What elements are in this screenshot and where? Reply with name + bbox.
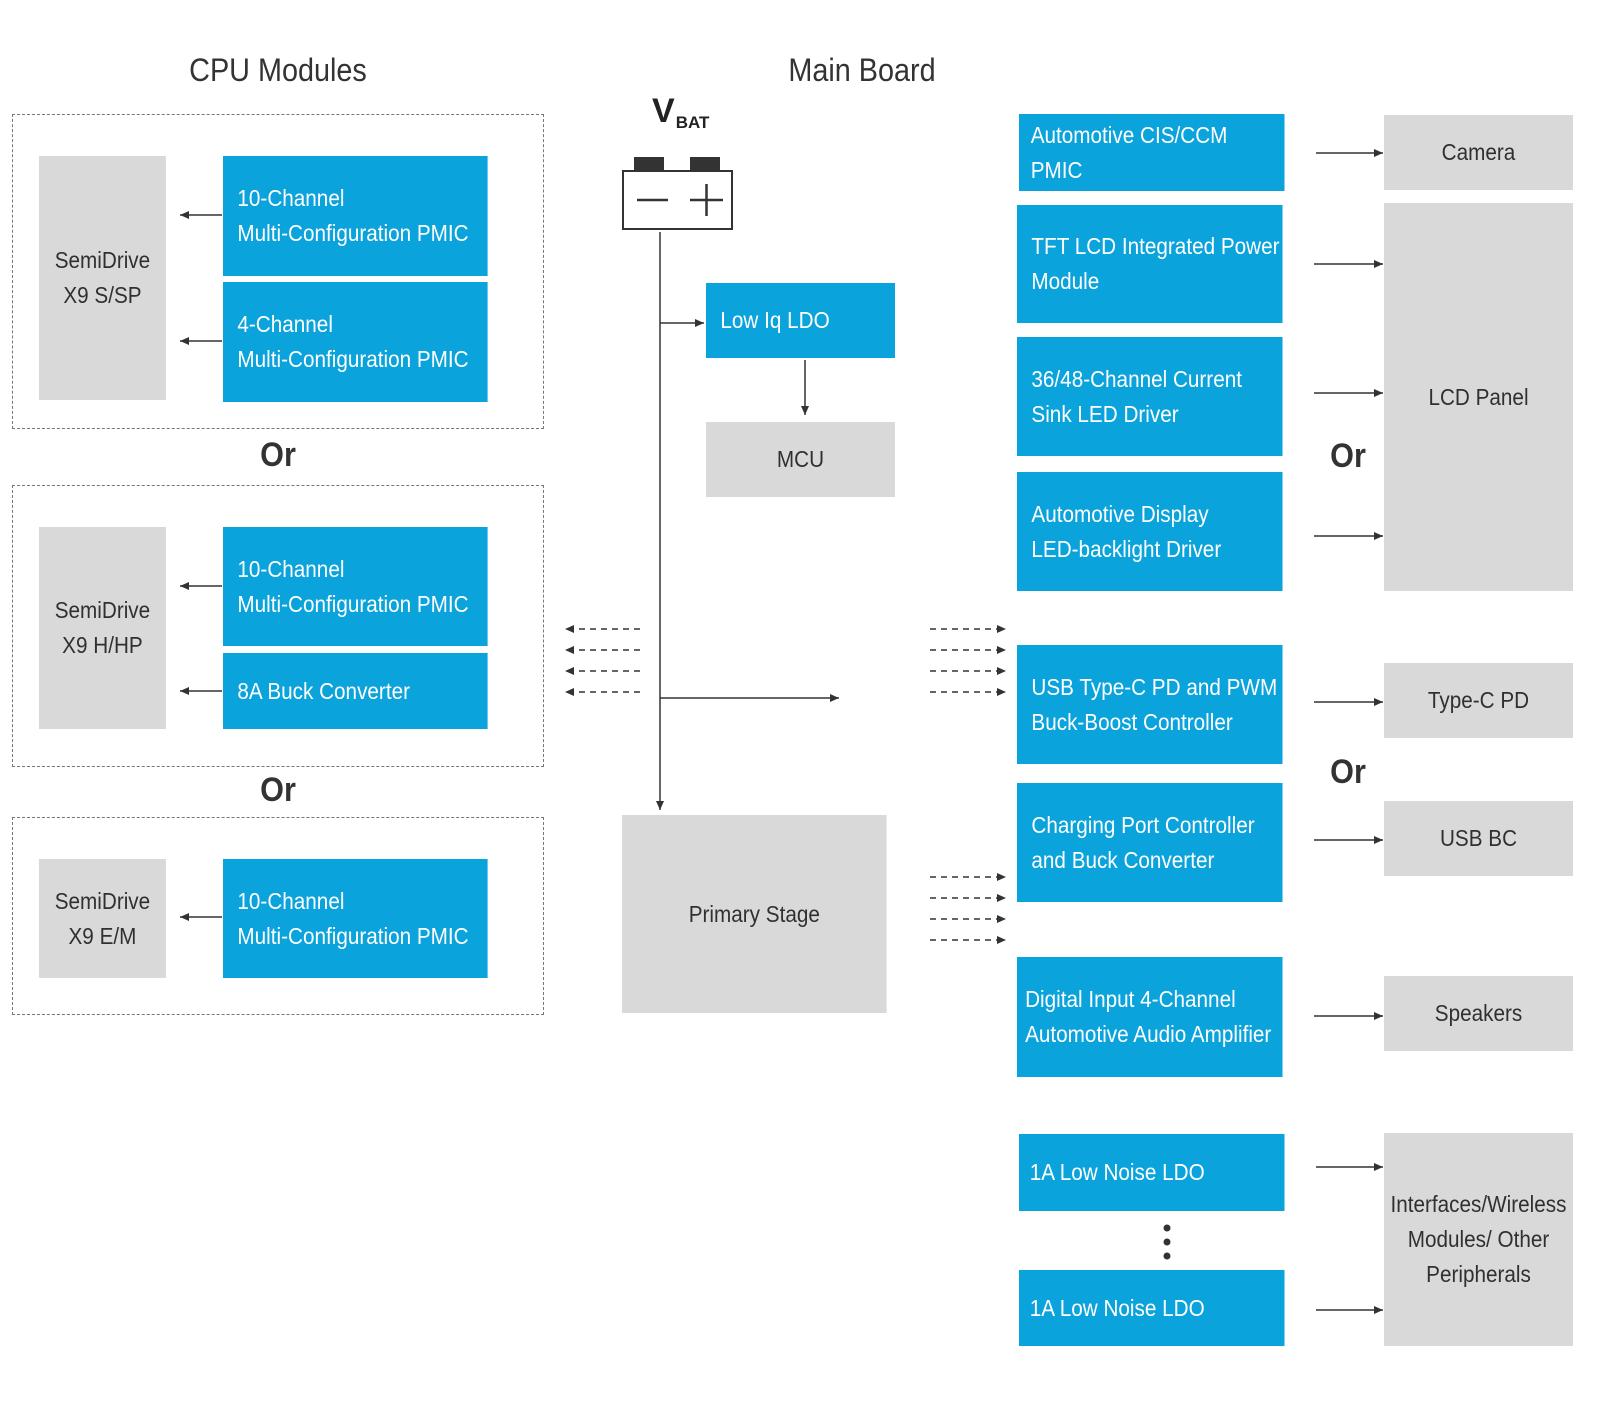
low-iq-ldo-block: Low Iq LDO (706, 283, 895, 358)
or-label: Or (260, 436, 296, 474)
semidrive-x9-e-m-module: SemiDrive X9 E/M (39, 859, 166, 978)
or-label: Or (260, 771, 296, 809)
cpu-modules-heading: CPU Modules (189, 52, 367, 88)
lcd-panel-block: LCD Panel (1384, 203, 1573, 591)
10-channel-pmic-block: 10-Channel Multi-Configuration PMIC (223, 859, 488, 978)
usb-type-c-pd-controller-block: USB Type-C PD and PWM Buck-Boost Control… (1017, 645, 1283, 764)
vbat-subscript: BAT (675, 113, 710, 132)
type-c-pd-block: Type-C PD (1384, 663, 1573, 738)
10-channel-pmic-block: 10-Channel Multi-Configuration PMIC (223, 527, 488, 646)
semidrive-x9-h-hp-module: SemiDrive X9 H/HP (39, 527, 166, 729)
semidrive-x9-s-sp-module: SemiDrive X9 S/SP (39, 156, 166, 400)
usb-bc-block: USB BC (1384, 801, 1573, 876)
led-driver-block: 36/48-Channel Current Sink LED Driver (1017, 337, 1283, 456)
camera-block: Camera (1384, 115, 1573, 190)
speakers-block: Speakers (1384, 976, 1573, 1051)
cpu-module-group-3 (12, 817, 544, 1015)
4-channel-pmic-block: 4-Channel Multi-Configuration PMIC (223, 282, 488, 402)
vbat-label: VBAT (652, 92, 710, 132)
dashed-arrows-to-cpu (565, 625, 640, 696)
main-board-heading: Main Board (788, 52, 936, 88)
interfaces-wireless-peripherals-block: Interfaces/Wireless Modules/ Other Perip… (1384, 1133, 1573, 1346)
or-label: Or (1330, 437, 1366, 475)
10-channel-pmic-block: 10-Channel Multi-Configuration PMIC (223, 156, 488, 276)
more-ldos-ellipsis (1163, 1224, 1171, 1260)
or-label: Or (1330, 753, 1366, 791)
battery-icon (622, 157, 733, 230)
led-backlight-driver-block: Automotive Display LED-backlight Driver (1017, 472, 1283, 591)
low-noise-ldo-block-2: 1A Low Noise LDO (1019, 1270, 1285, 1346)
charging-port-controller-block: Charging Port Controller and Buck Conver… (1017, 783, 1283, 902)
dashed-arrows-lower-right (930, 873, 1006, 944)
audio-amplifier-block: Digital Input 4-Channel Automotive Audio… (1017, 957, 1283, 1077)
dashed-arrows-upper-right (930, 625, 1006, 696)
automotive-cis-ccm-pmic-block: Automotive CIS/CCM PMIC (1019, 114, 1285, 191)
cpu-module-group-1 (12, 114, 544, 429)
primary-stage-block: Primary Stage (622, 815, 887, 1013)
low-noise-ldo-block-1: 1A Low Noise LDO (1019, 1134, 1285, 1211)
vbat-main: V (652, 92, 675, 130)
8a-buck-converter-block: 8A Buck Converter (223, 653, 488, 729)
mcu-block: MCU (706, 422, 895, 497)
cpu-module-group-2 (12, 485, 544, 767)
tft-lcd-power-module-block: TFT LCD Integrated Power Module (1017, 205, 1283, 323)
